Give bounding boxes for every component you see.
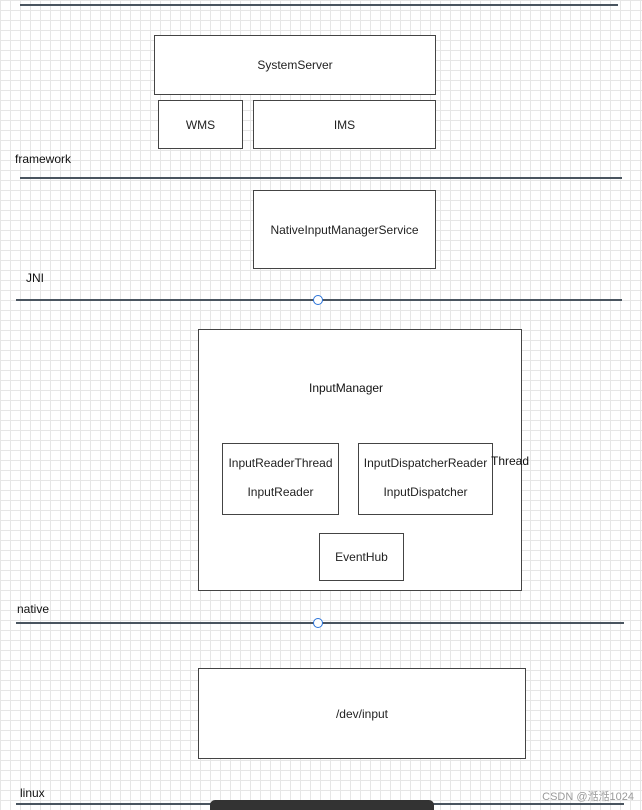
dev-input-label: /dev/input xyxy=(335,706,389,721)
framework-divider xyxy=(20,177,622,179)
system-server-label: SystemServer xyxy=(257,58,333,72)
framework-layer-label: framework xyxy=(15,152,72,166)
input-reader-label: InputReader xyxy=(247,485,314,499)
wms-label: WMS xyxy=(185,117,216,132)
input-manager-label: InputManager xyxy=(309,381,384,395)
input-reader-thread-box[interactable]: InputReaderThread InputReader xyxy=(222,443,339,515)
input-dispatcher-thread-box[interactable]: InputDispatcherReader InputDispatcher xyxy=(358,443,493,515)
jni-connector-point[interactable] xyxy=(313,295,323,305)
jni-layer-label: JNI xyxy=(26,271,44,285)
watermark: CSDN @湉湉1024 xyxy=(542,791,634,803)
native-layer-label: native xyxy=(17,602,50,616)
wms-box[interactable]: WMS xyxy=(158,100,243,149)
input-reader-thread-label: InputReaderThread xyxy=(228,456,333,470)
input-dispatcher-label: InputDispatcher xyxy=(383,485,468,499)
ims-box[interactable]: IMS xyxy=(253,100,436,149)
native-input-manager-service-box[interactable]: NativeInputManagerService xyxy=(253,190,436,269)
top-divider xyxy=(20,4,618,6)
dispatcher-thread-suffix-label: Thread xyxy=(491,454,530,468)
native-input-manager-service-label: NativeInputManagerService xyxy=(270,222,419,237)
dev-input-box[interactable]: /dev/input xyxy=(198,668,526,759)
native-connector-point[interactable] xyxy=(313,618,323,628)
input-dispatcher-thread-label: InputDispatcherReader xyxy=(363,456,488,470)
ims-label: IMS xyxy=(333,117,356,132)
horizontal-scrollbar[interactable] xyxy=(210,800,434,810)
system-server-box[interactable]: SystemServer xyxy=(154,35,436,95)
event-hub-label: EventHub xyxy=(335,550,388,564)
event-hub-box[interactable]: EventHub xyxy=(319,533,404,581)
linux-layer-label: linux xyxy=(20,786,45,800)
